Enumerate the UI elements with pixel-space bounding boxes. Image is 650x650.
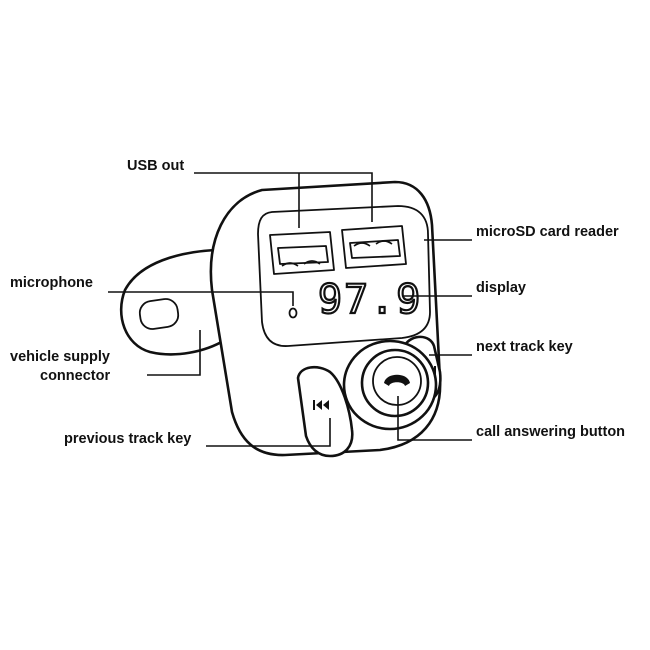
- label-vehicle-supply-line2: connector: [40, 368, 110, 384]
- label-vehicle-supply-line1: vehicle supply: [10, 349, 110, 365]
- label-next-track-key: next track key: [476, 339, 573, 355]
- usb-port-left: [269, 231, 335, 275]
- label-call-answering-button: call answering button: [476, 424, 625, 440]
- vehicle-supply-connector: [119, 248, 227, 356]
- display-readout: 97.9: [318, 277, 422, 323]
- leader-lines: [108, 172, 472, 447]
- label-microsd-card-reader: microSD card reader: [476, 224, 619, 240]
- microphone-hole: [288, 307, 298, 319]
- usb-port-right: [341, 225, 407, 269]
- call-answering-button[interactable]: [342, 339, 438, 431]
- label-microphone: microphone: [10, 275, 93, 291]
- label-usb-out: USB out: [127, 158, 184, 174]
- label-display: display: [476, 280, 526, 296]
- label-previous-track-key: previous track key: [64, 431, 191, 447]
- skip-back-icon: [313, 400, 329, 410]
- previous-track-key[interactable]: [296, 365, 354, 458]
- phone-handset-icon: [384, 374, 410, 386]
